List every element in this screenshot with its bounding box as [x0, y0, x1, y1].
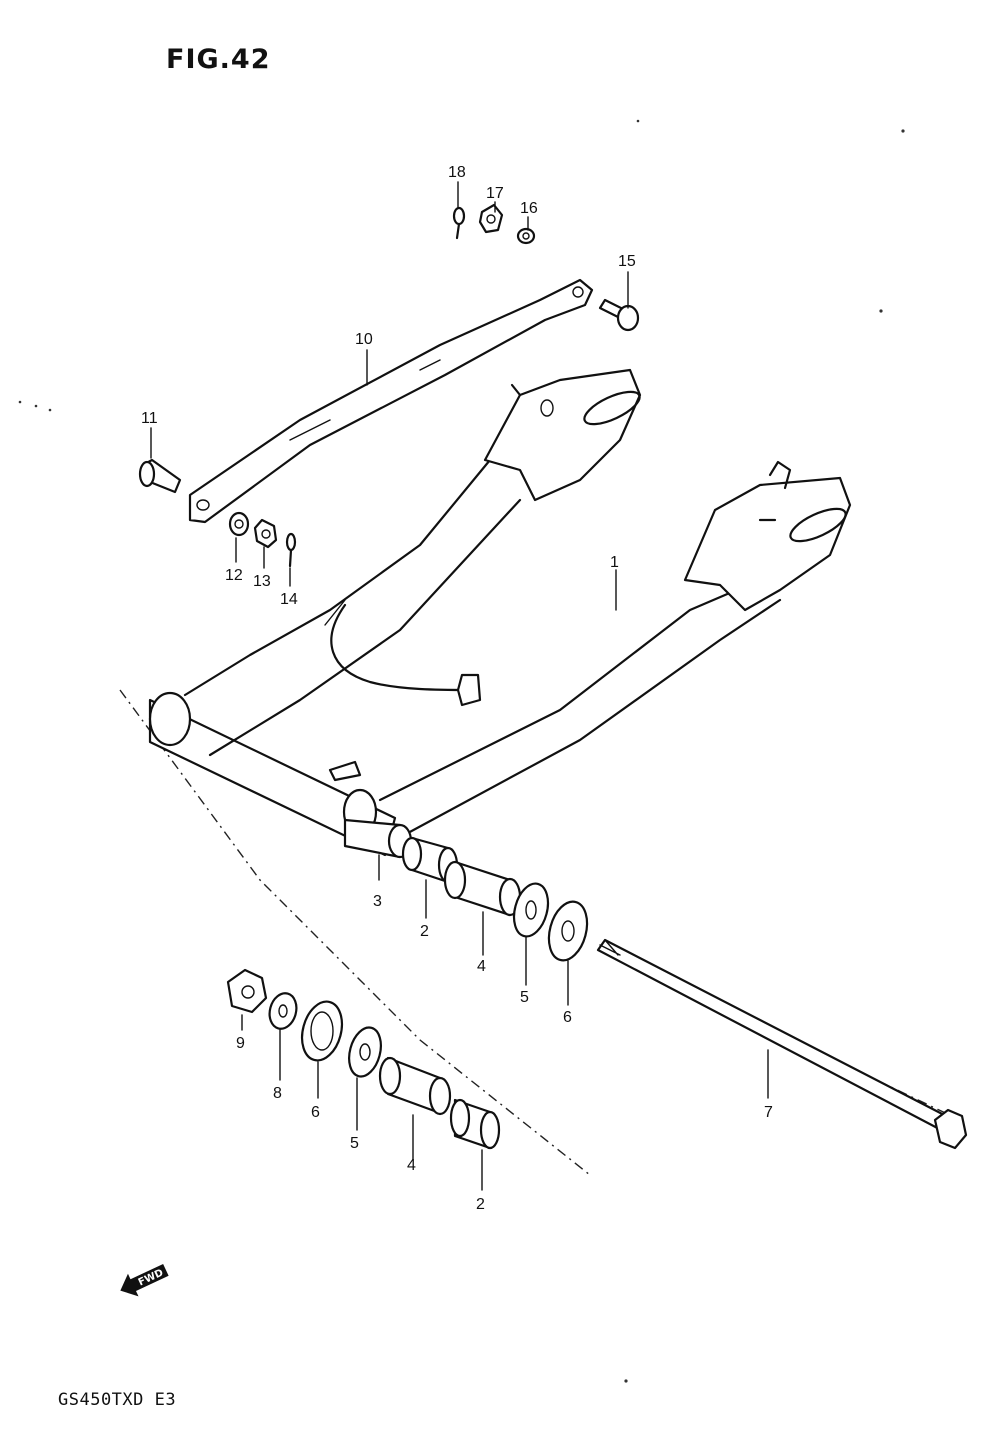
torque-rod: [188, 278, 594, 524]
washer-6-upper: [547, 900, 589, 962]
nut-17: [478, 203, 504, 234]
callout-5: 5: [350, 1135, 359, 1152]
callout-4: 4: [477, 958, 486, 975]
nut-9: [226, 968, 268, 1014]
callout-10: 10: [355, 331, 373, 348]
callout-1: 1: [610, 554, 619, 571]
washer-8: [268, 992, 298, 1030]
washer-12: [228, 511, 250, 537]
swingarm: [148, 368, 852, 857]
bolt-15: [598, 298, 640, 332]
callout-13: 13: [253, 573, 271, 590]
callout-6: 6: [563, 1009, 572, 1026]
scan-specks: [18, 119, 905, 1383]
leader-lines: [150, 181, 769, 1191]
callout-6: 6: [311, 1104, 320, 1121]
bearing-2-lower: [449, 1098, 501, 1150]
callout-14: 14: [280, 591, 298, 608]
washer-6-lower: [300, 1000, 344, 1062]
callout-11: 11: [141, 410, 158, 427]
callout-15: 15: [618, 253, 636, 270]
nut-13: [253, 518, 278, 549]
callout-17: 17: [486, 185, 504, 202]
cotter-pin-18: [452, 206, 466, 240]
callout-12: 12: [225, 567, 243, 584]
callout-2: 2: [420, 923, 429, 940]
callout-18: 18: [448, 164, 466, 181]
washer-5-lower: [348, 1026, 382, 1078]
callout-7: 7: [764, 1104, 773, 1121]
axis-centerline: [119, 689, 591, 1176]
callout-3: 3: [373, 893, 382, 910]
spacer-4-lower: [378, 1056, 452, 1116]
callout-9: 9: [236, 1035, 245, 1052]
callout-8: 8: [273, 1085, 282, 1102]
callout-5: 5: [520, 989, 529, 1006]
forward-arrow-icon: FWD: [120, 1263, 169, 1297]
pivot-shaft-7: [596, 938, 968, 1150]
model-code: GS450TXD E3: [58, 1390, 177, 1410]
callout-2: 2: [476, 1196, 485, 1213]
bolt-11: [138, 458, 182, 494]
callout-16: 16: [520, 200, 538, 217]
bearing-2-upper: [401, 836, 459, 884]
callout-numbers: 1 2 2 3 4 4 5 5 6 6 7 8 9 10 11 12 13 14…: [141, 164, 773, 1213]
callout-4: 4: [407, 1157, 416, 1174]
figure-title: FIG.42: [166, 44, 271, 75]
washer-16: [516, 227, 536, 245]
washer-5-upper: [512, 882, 550, 938]
spacer-4-upper: [443, 860, 522, 917]
cotter-pin-14: [285, 532, 297, 568]
bushing-3: [343, 818, 413, 859]
